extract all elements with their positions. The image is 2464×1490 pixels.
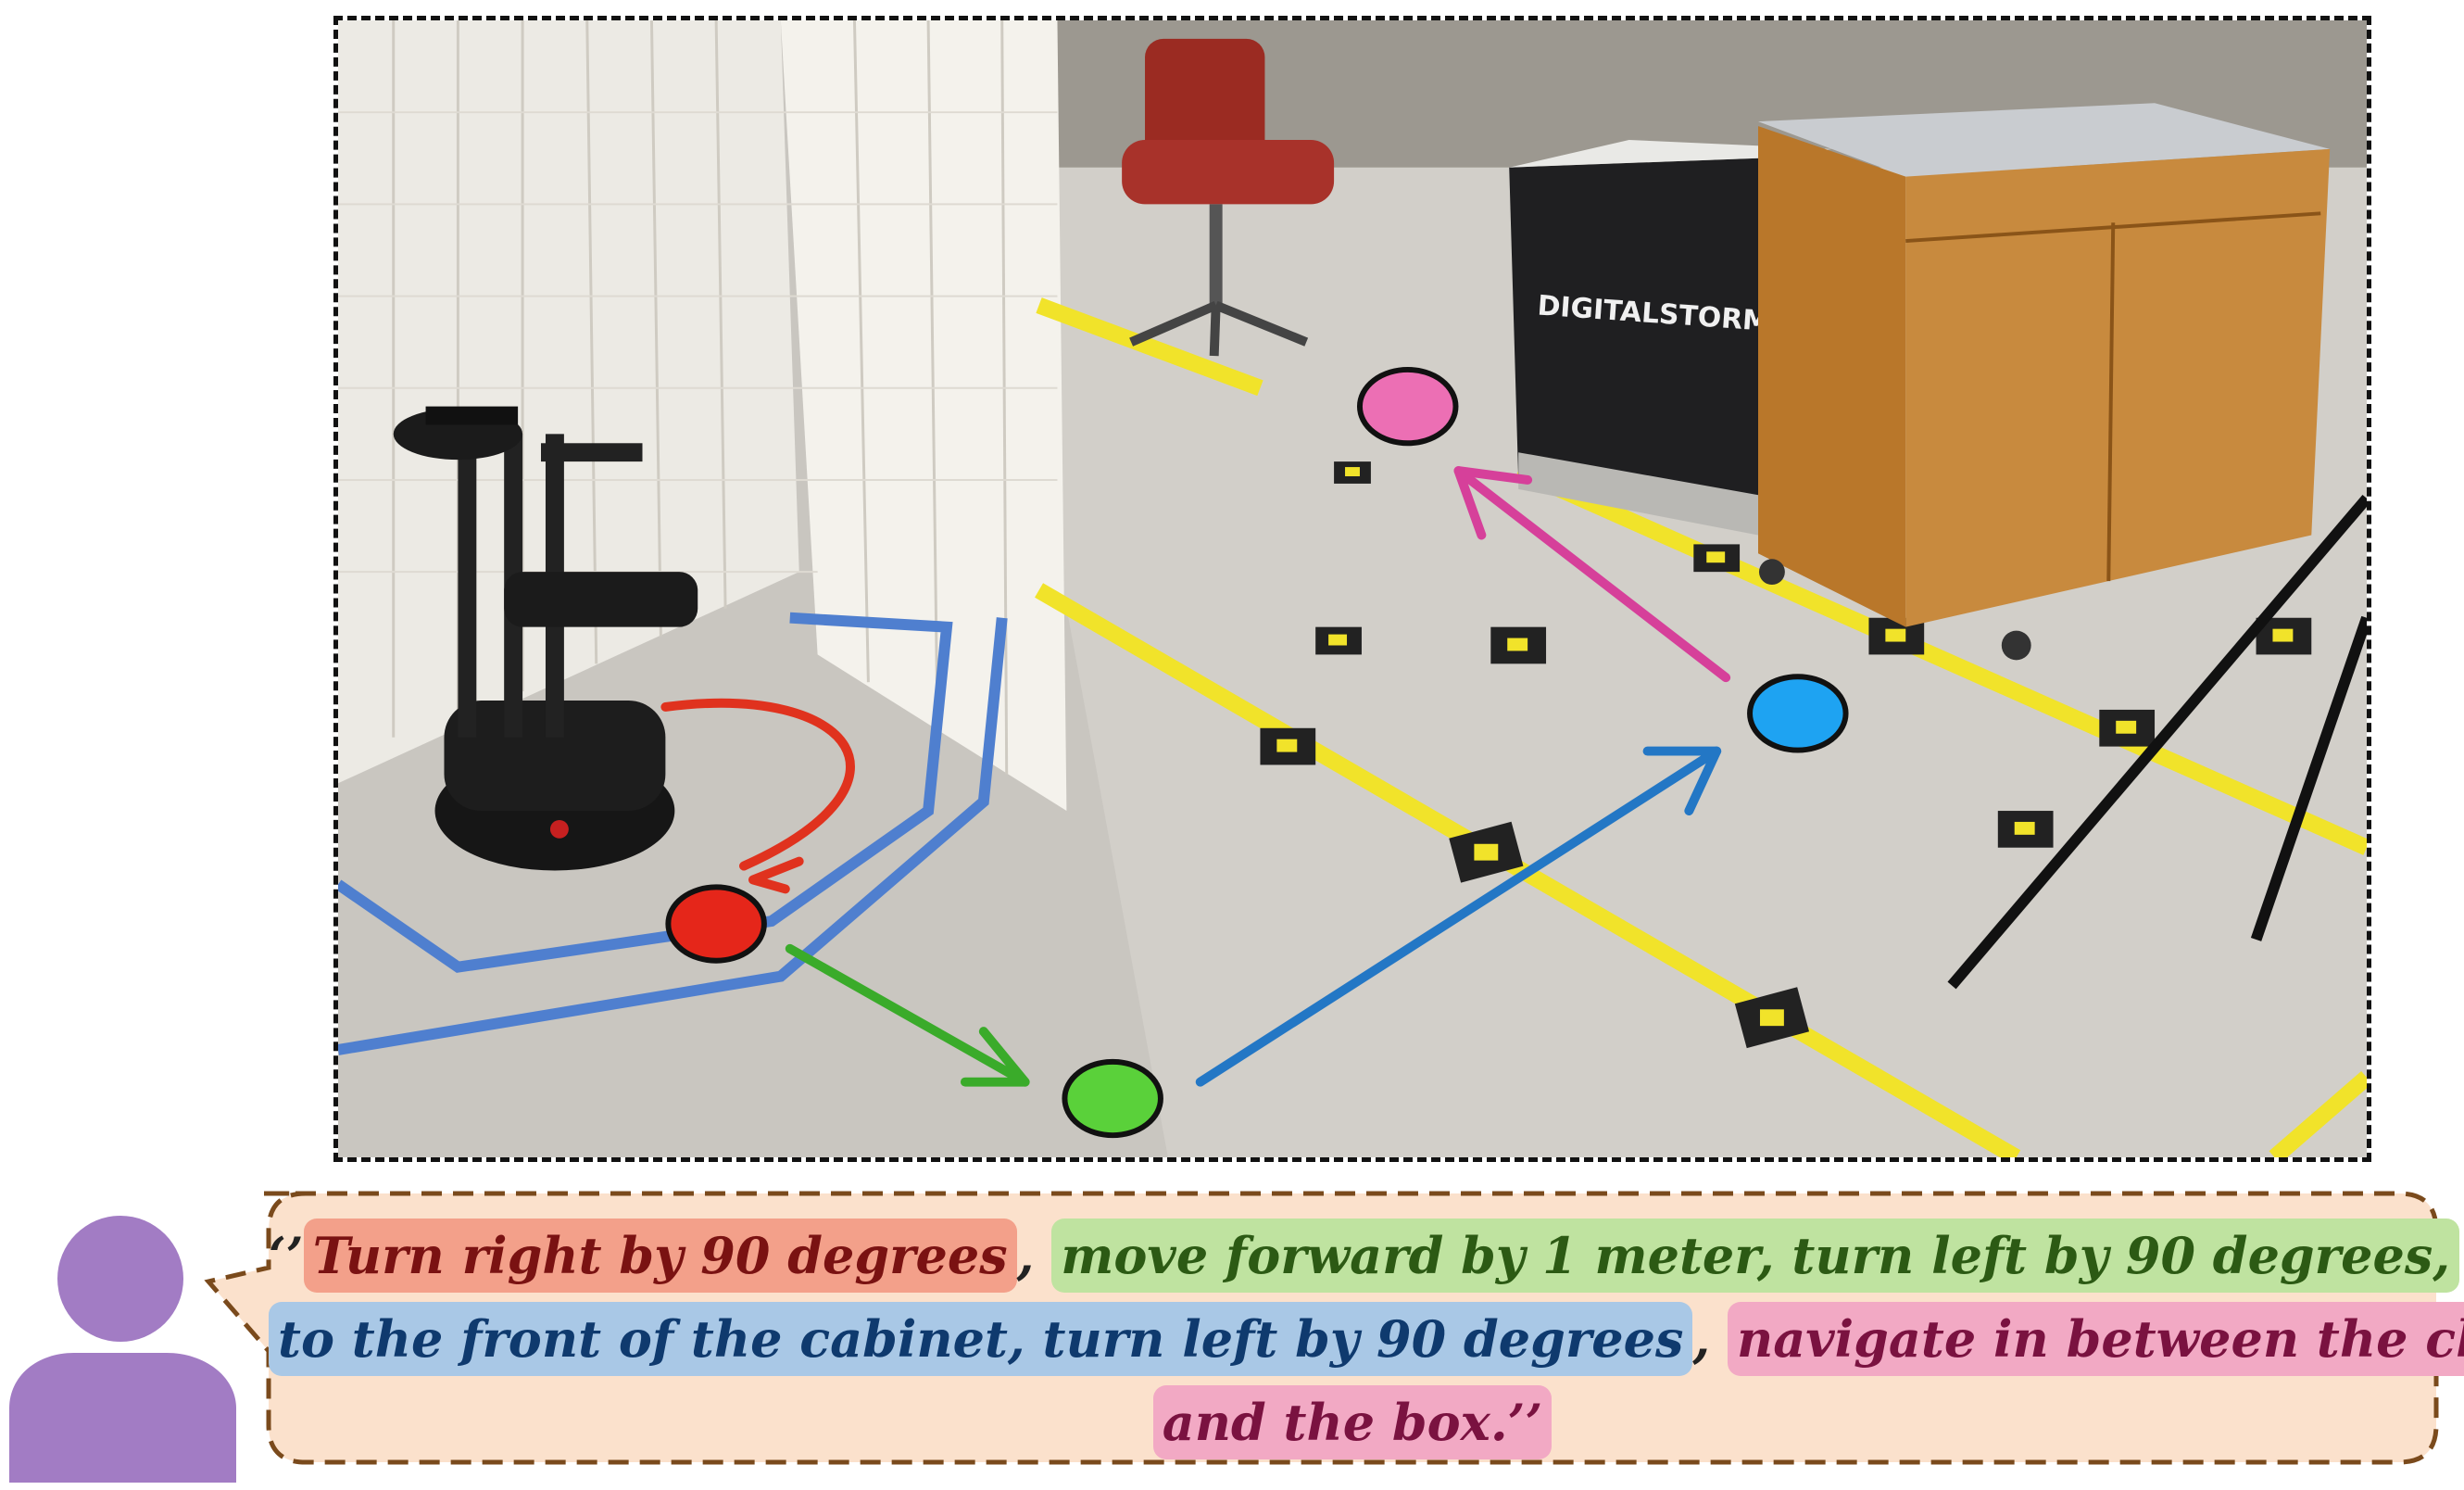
instruction-segment-navigate-part1: navigate in between the chair bbox=[1728, 1302, 2464, 1376]
instruction-segment-move-forward: move forward by 1 meter, turn left by 90… bbox=[1051, 1219, 2460, 1293]
computer-case: DIGITALSTORM bbox=[1509, 139, 1832, 536]
instruction-segment-navigate-part2: and the box.’’ bbox=[1152, 1385, 1553, 1459]
blue-floor-tape bbox=[338, 612, 1008, 1055]
floor-markers bbox=[1260, 461, 2312, 1049]
office-chair bbox=[1122, 38, 1335, 357]
trajectory-arrows bbox=[660, 466, 1731, 1087]
instruction-line-1: ‘’Turn right by 90 degrees, move forward… bbox=[269, 1214, 2460, 1297]
waypoint-start-red bbox=[665, 884, 767, 964]
comma: , bbox=[1016, 1226, 1035, 1285]
waypoint-green bbox=[1062, 1058, 1163, 1139]
comma: , bbox=[1692, 1309, 1711, 1369]
instruction-line-2: to the front of the cabinet, turn left b… bbox=[269, 1297, 2464, 1381]
instruction-segment-go-part2: to the front of the cabinet, turn left b… bbox=[269, 1302, 1693, 1376]
user-icon bbox=[9, 1216, 236, 1483]
waypoint-pink-goal bbox=[1356, 366, 1459, 447]
tripod bbox=[1947, 494, 2367, 990]
instruction-line-3: and the box.’’ bbox=[269, 1381, 2436, 1464]
turn-right-arrow bbox=[660, 699, 855, 871]
navigate-between-arrow bbox=[1453, 466, 1731, 683]
waypoint-blue bbox=[1747, 674, 1849, 753]
wooden-cabinet bbox=[1758, 103, 2331, 661]
instruction-text: ‘’Turn right by 90 degrees, move forward… bbox=[269, 1214, 2464, 1464]
lab-scene-illustration: DIGITALSTORM bbox=[338, 20, 2367, 1157]
instruction-segment-turn-right: Turn right by 90 degrees bbox=[303, 1219, 1017, 1293]
open-quote: ‘’ bbox=[269, 1226, 304, 1285]
close-quote: ’’ bbox=[1507, 1393, 1543, 1452]
robot bbox=[393, 406, 698, 871]
go-to-cabinet-arrow bbox=[1195, 746, 1722, 1087]
move-forward-arrow bbox=[785, 943, 1030, 1087]
scene-photo-frame: DIGITALSTORM bbox=[333, 16, 2371, 1162]
